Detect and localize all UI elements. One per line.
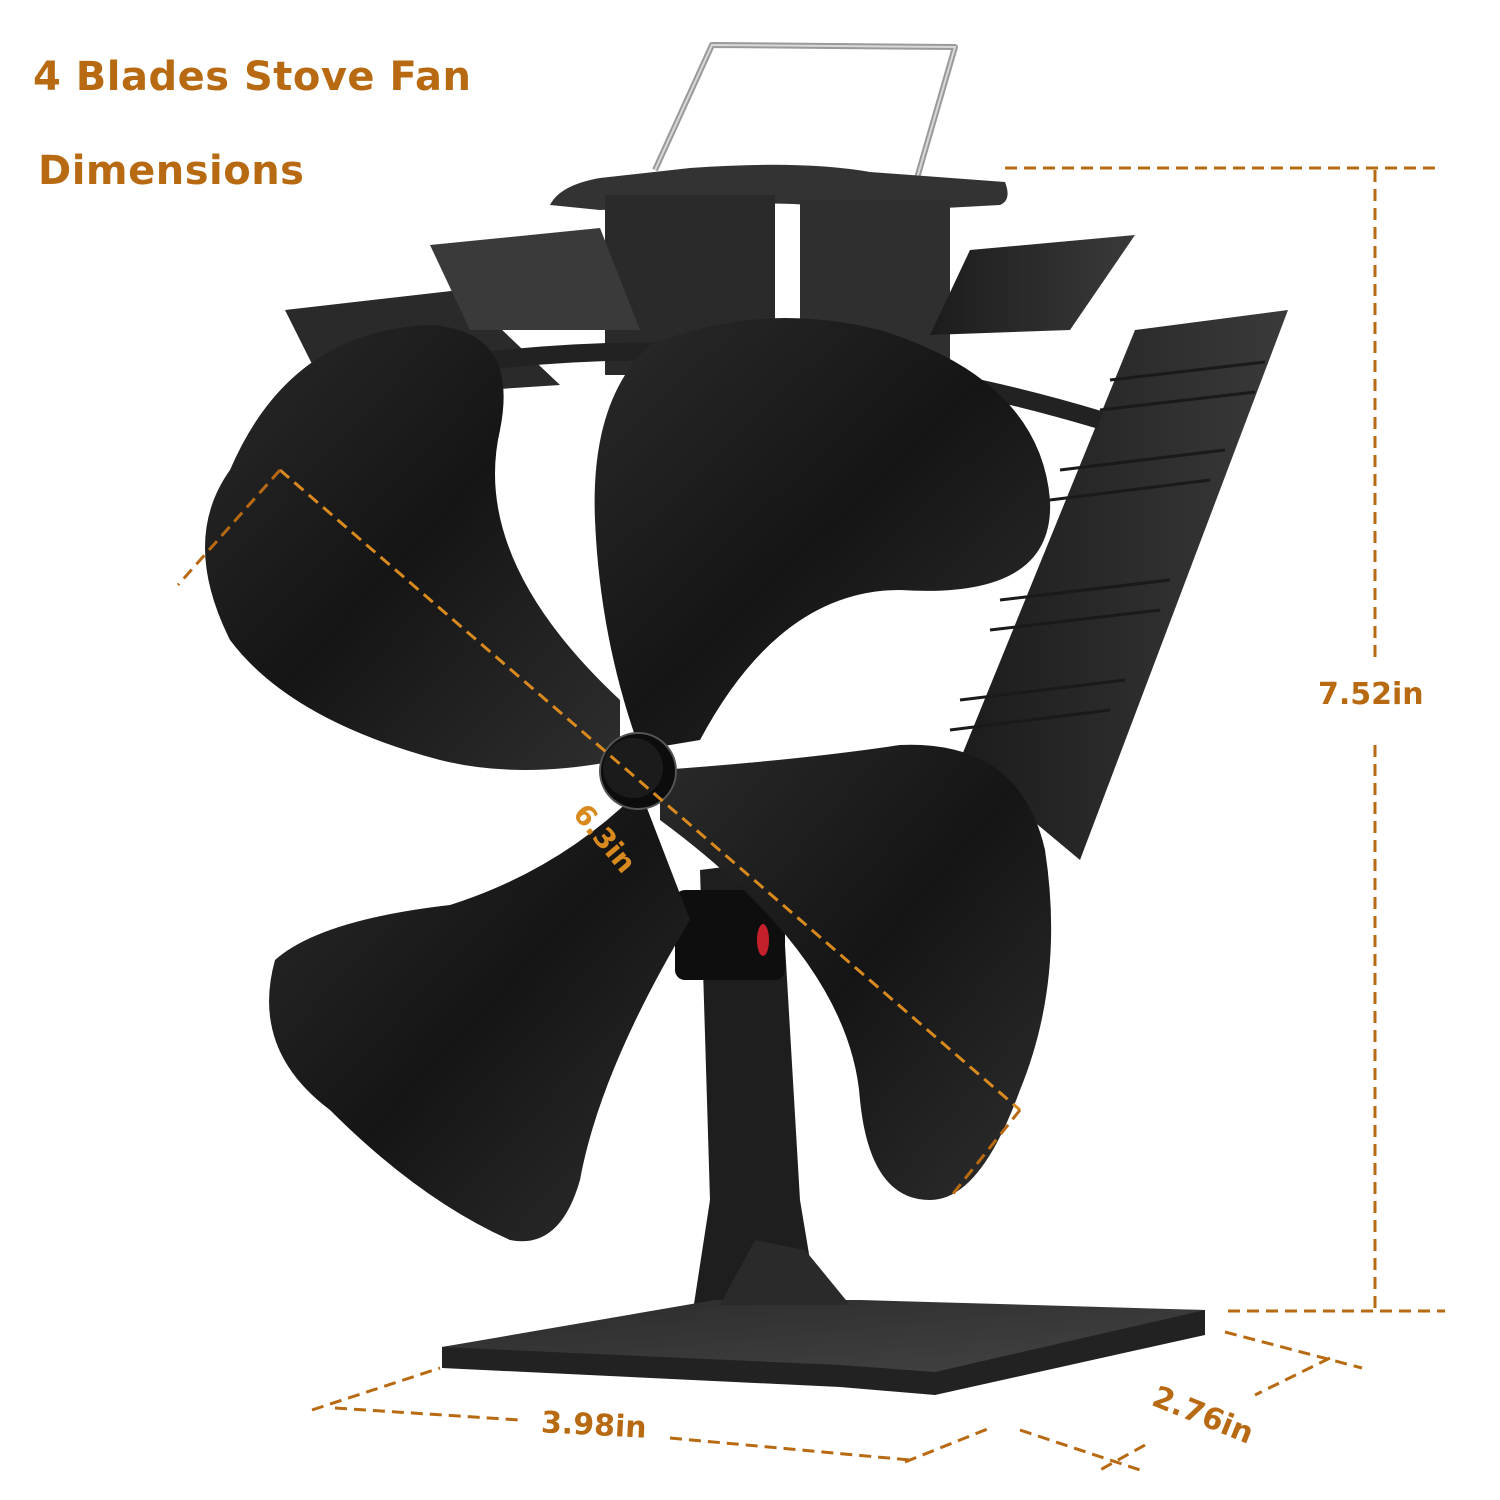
hub <box>599 732 677 810</box>
title-line-2: Dimensions <box>38 148 305 194</box>
dimension-lines <box>176 166 1445 1472</box>
height-dimension-label: 7.52in <box>1318 677 1424 712</box>
red-indicator <box>757 924 769 956</box>
motor-housing <box>675 890 785 980</box>
fan-blades <box>205 318 1052 1242</box>
title-line-1: 4 Blades Stove Fan <box>33 54 472 100</box>
base-width-label: 3.98in <box>540 1405 648 1446</box>
fan-base <box>442 1240 1205 1395</box>
handle-wire <box>652 42 958 186</box>
